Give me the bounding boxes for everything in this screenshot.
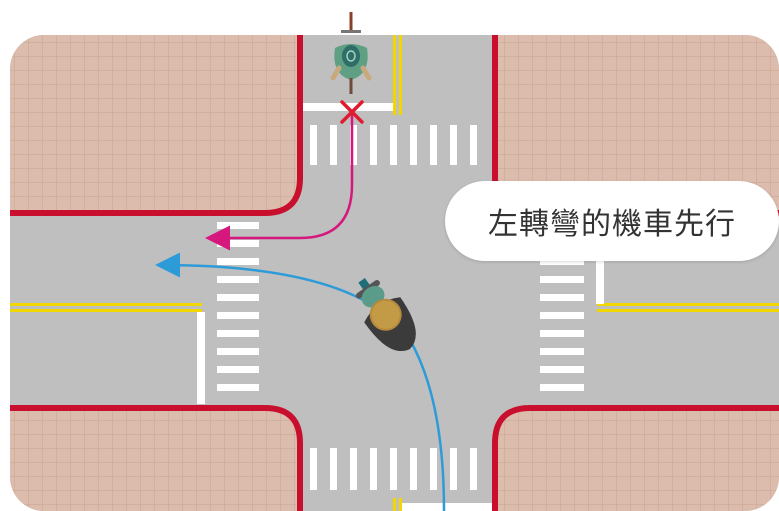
- center-line-east: [597, 303, 779, 306]
- caption-bubble: 左轉彎的機車先行: [445, 181, 779, 261]
- curb-bottom-right: [492, 405, 779, 511]
- center-line-south: [393, 498, 396, 511]
- stop-line-south: [402, 503, 492, 511]
- center-lines: [10, 35, 779, 511]
- center-line-north: [393, 35, 396, 115]
- curb-top-left: [10, 35, 303, 216]
- center-line-south-2: [399, 498, 402, 511]
- crosswalk-north: [310, 125, 477, 165]
- cross-mark-icon: [340, 100, 364, 124]
- sidewalk-bottom-right: [495, 408, 779, 511]
- crosswalk-south: [310, 448, 477, 490]
- center-line-west: [10, 303, 202, 306]
- curb-bottom-left: [10, 405, 303, 511]
- bicycle-path-arrow: [205, 112, 354, 251]
- sidewalk-top-left: [10, 35, 300, 213]
- bicycle-rider-icon: [330, 12, 372, 94]
- center-line-west-2: [10, 309, 202, 312]
- center-line-north-2: [399, 35, 402, 115]
- motorcycle-rider-icon: [355, 278, 416, 351]
- crosswalk-west: [217, 222, 259, 391]
- sidewalk-top-right: [495, 35, 779, 213]
- crosswalks: [217, 125, 584, 490]
- crosswalk-east: [540, 258, 584, 391]
- sidewalk-bottom-left: [10, 408, 300, 511]
- center-line-east-2: [597, 309, 779, 312]
- stop-line-west: [197, 312, 205, 404]
- caption-text: 左轉彎的機車先行: [488, 207, 736, 242]
